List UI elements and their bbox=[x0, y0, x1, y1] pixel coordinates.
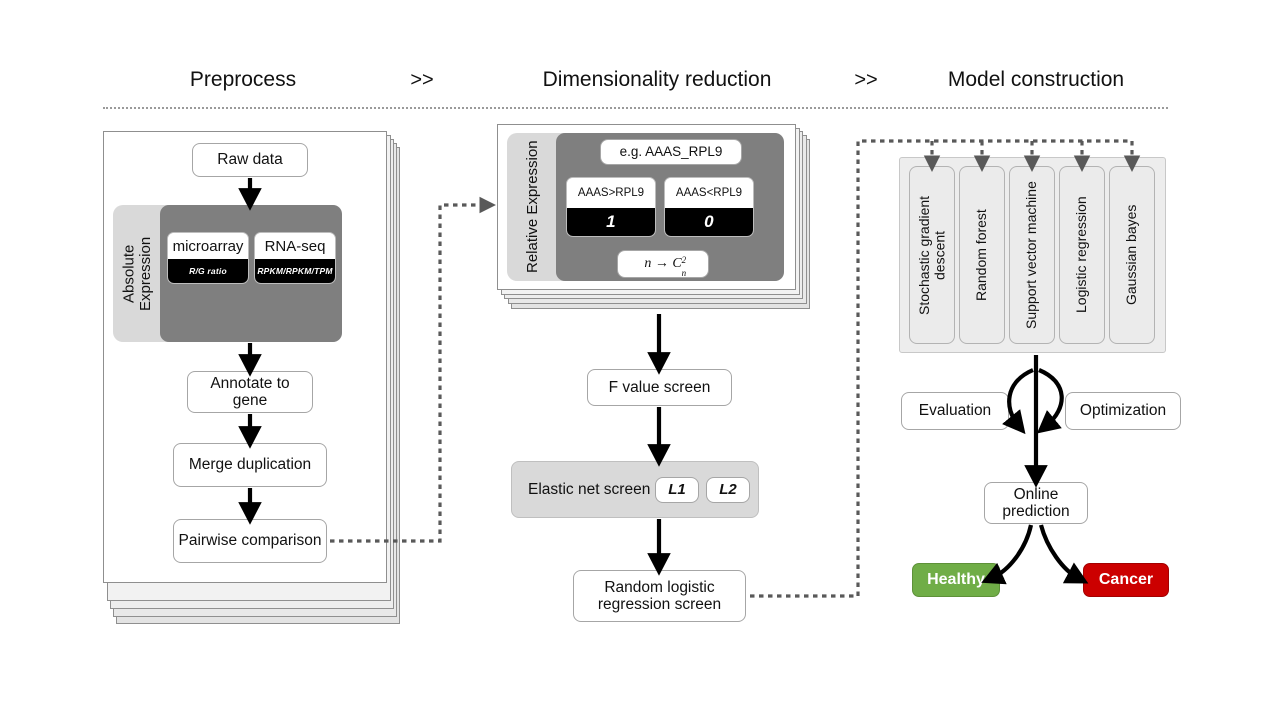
platform-tile-microarray[interactable]: microarray R/G ratio bbox=[167, 232, 249, 284]
node-example-gene-pair: e.g. AAAS_RPL9 bbox=[600, 139, 742, 165]
model-label: Support vector machine bbox=[1023, 181, 1040, 329]
formula-superscript: 2 bbox=[681, 255, 687, 265]
node-optimization[interactable]: Optimization bbox=[1065, 392, 1181, 430]
platform-name: RNA-seq bbox=[255, 233, 335, 259]
node-f-value-screen[interactable]: F value screen bbox=[587, 369, 732, 406]
rule-condition: AAAS>RPL9 bbox=[567, 178, 655, 209]
model-column-logistic-regression[interactable]: Logistic regression bbox=[1059, 166, 1105, 344]
stage-separator-2: >> bbox=[854, 69, 878, 91]
node-online-prediction[interactable]: Online prediction bbox=[984, 482, 1088, 524]
model-column-support-vector-machine[interactable]: Support vector machine bbox=[1009, 166, 1055, 344]
node-annotate-to-gene[interactable]: Annotate to gene bbox=[187, 371, 313, 413]
outcome-badge-cancer[interactable]: Cancer bbox=[1083, 563, 1169, 597]
penalty-badge-l2[interactable]: L2 bbox=[706, 477, 750, 503]
penalty-badge-l1[interactable]: L1 bbox=[655, 477, 699, 503]
outcome-badge-healthy[interactable]: Healthy bbox=[912, 563, 1000, 597]
outcome-label: Healthy bbox=[927, 571, 985, 588]
model-column-gaussian-bayes[interactable]: Gaussian bayes bbox=[1109, 166, 1155, 344]
model-column-stochastic-gradient-descent[interactable]: Stochastic gradient descent bbox=[909, 166, 955, 344]
arrow-feedback-optimization bbox=[1036, 368, 1064, 434]
model-label: Random forest bbox=[973, 209, 990, 301]
absolute-expression-label: Absolute Expression bbox=[120, 236, 155, 311]
rule-tile-greater: AAAS>RPL9 1 bbox=[566, 177, 656, 237]
node-merge-duplication[interactable]: Merge duplication bbox=[173, 443, 327, 487]
rule-value: 0 bbox=[665, 208, 753, 236]
rule-value: 1 bbox=[567, 208, 655, 236]
formula-subscript: n bbox=[681, 268, 687, 278]
arrow-feedback-evaluation bbox=[1001, 368, 1034, 435]
node-combination-formula: n → C 2 n bbox=[617, 250, 709, 278]
model-column-random-forest[interactable]: Random forest bbox=[959, 166, 1005, 344]
elastic-net-label: Elastic net screen bbox=[528, 480, 651, 498]
platform-name: microarray bbox=[168, 233, 248, 259]
header-divider bbox=[103, 107, 1168, 109]
stage-title-dimensionality-reduction: Dimensionality reduction bbox=[542, 68, 772, 91]
arrow-prediction-to-cancer bbox=[1038, 524, 1089, 584]
platform-tile-rnaseq[interactable]: RNA-seq RPKM/RPKM/TPM bbox=[254, 232, 336, 284]
formula-text: n → C bbox=[644, 256, 682, 272]
rule-condition: AAAS<RPL9 bbox=[665, 178, 753, 209]
example-gene-pair-text: e.g. AAAS_RPL9 bbox=[619, 144, 723, 160]
platform-unit: R/G ratio bbox=[168, 259, 248, 283]
model-label: Logistic regression bbox=[1073, 196, 1090, 314]
model-label: Gaussian bayes bbox=[1123, 204, 1140, 306]
preprocess-panel bbox=[103, 131, 387, 583]
online-prediction-label: Online prediction bbox=[1002, 485, 1070, 520]
outcome-label: Cancer bbox=[1098, 571, 1154, 588]
node-raw-data[interactable]: Raw data bbox=[192, 143, 308, 177]
stage-separator-1: >> bbox=[410, 69, 434, 91]
model-label: Stochastic gradient descent bbox=[915, 195, 947, 315]
node-pairwise-comparison[interactable]: Pairwise comparison bbox=[173, 519, 327, 563]
rule-tile-less: AAAS<RPL9 0 bbox=[664, 177, 754, 237]
node-evaluation[interactable]: Evaluation bbox=[901, 392, 1009, 430]
stage-title-model-construction: Model construction bbox=[947, 68, 1125, 91]
stage-title-preprocess: Preprocess bbox=[189, 68, 297, 91]
platform-unit: RPKM/RPKM/TPM bbox=[255, 259, 335, 283]
relative-expression-label: Relative Expression bbox=[523, 140, 541, 274]
node-random-logistic-regression-screen[interactable]: Random logistic regression screen bbox=[573, 570, 746, 622]
